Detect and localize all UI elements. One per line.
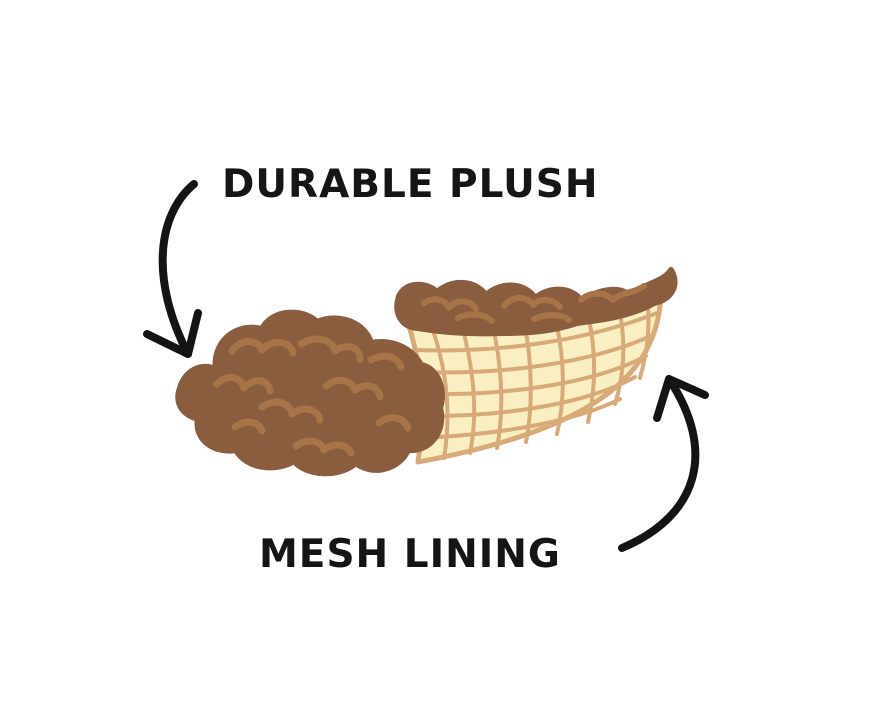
mesh-lining-label: MESH LINING	[259, 532, 561, 577]
bottom-curved-arrow-icon	[618, 375, 709, 552]
durable-plush-label: DURABLE PLUSH	[222, 162, 599, 207]
plush-edge-illustration	[394, 267, 678, 337]
plush-body-illustration	[175, 309, 445, 477]
top-curved-arrow-icon	[143, 180, 202, 358]
